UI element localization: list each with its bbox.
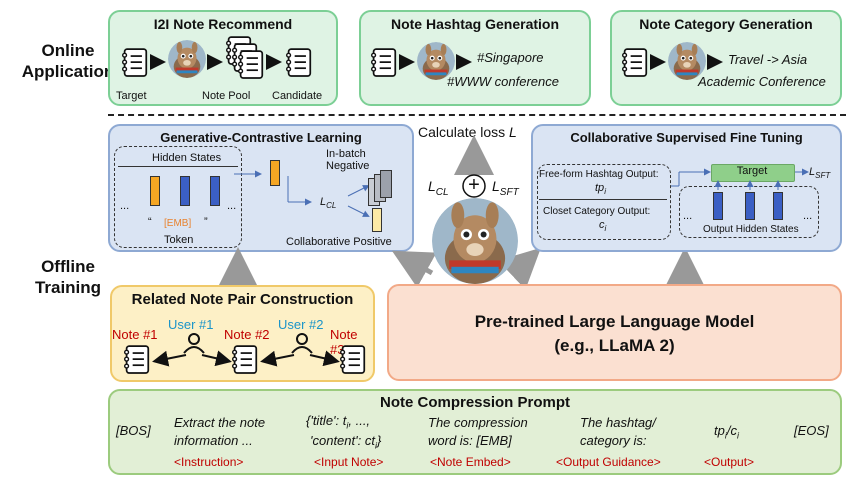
center-llama-image [432,198,518,284]
llm-line1: Pre-trained Large Language Model [474,312,755,331]
related-note-pair-construction-box: Related Note Pair Construction Note #1 U… [110,285,375,382]
csft-arrows [671,168,809,190]
output-divider [539,199,667,200]
category-academic: Academic Conference [698,74,826,89]
csft-title: Collaborative Supervised Fine Tuning [570,130,803,145]
gcl-dots-right: ... [227,200,237,212]
eos-token: [EOS] [794,423,829,438]
tag-instruction: <Instruction> [174,455,244,469]
c-output: ci [599,219,607,234]
hidden-states-underline [118,166,238,167]
offline-training-label: Offline Training [34,257,102,297]
quote-close: ” [204,216,208,228]
note1-label: Note #1 [112,327,158,342]
tag-input-note: <Input Note> [314,455,384,469]
output-guidance-line1: The hashtag/ [580,415,656,430]
target-label: Target [116,90,147,102]
embedding-bar-orange [150,176,160,206]
hidden-states-region [114,146,242,248]
candidate-label: Candidate [272,90,323,102]
freeform-hashtag-label: Free-form Hashtag Output: [539,169,659,180]
separator-line [108,114,846,116]
note-pool-label: Note Pool [202,90,251,102]
positive-embedding-bar [270,160,280,186]
tag-output-guidance: <Output Guidance> [556,455,661,469]
quote-open: “ [148,216,152,228]
user-connections [152,333,340,367]
tag-output: <Output> [704,455,755,469]
arrow-pool-to-candidate [266,54,282,70]
collaborative-positive-label: Collaborative Positive [286,236,392,248]
note-compression-prompt-box: Note Compression Prompt [BOS] Extract th… [108,389,842,475]
collaborative-sft-box: Collaborative Supervised Fine Tuning Fre… [531,124,842,252]
output-guidance-line2: category is: [580,433,647,448]
generative-contrastive-learning-box: Generative-Contrastive Learning Hidden S… [108,124,414,252]
emb-token: [EMB] [164,218,192,229]
gcl-title: Generative-Contrastive Learning [160,130,362,145]
output-hidden-bar-2 [745,192,755,220]
output-hidden-states-label: Output Hidden States [703,224,799,235]
token-label: Token [164,234,194,246]
prompt-title: Note Compression Prompt [379,394,571,411]
pretrained-llm-box: Pre-trained Large Language Model (e.g., … [387,284,842,381]
rnpc-title: Related Note Pair Construction [131,291,354,308]
online-application-label: Online Application [21,41,115,81]
output-text-region [537,164,671,240]
tag-note-embed: <Note Embed> [430,455,511,469]
center-lsft: LSFT [492,178,519,198]
user1-label: User #1 [168,317,214,332]
category-travel: Travel -> Asia [728,52,808,67]
center-lcl: LCL [428,178,449,198]
llm-line2: (e.g., LLaMA 2) [554,336,675,355]
arrow-target-to-llama [150,54,166,70]
note-embed-line2: word is: [EMB] [428,433,512,448]
output-hidden-bar-3 [773,192,783,220]
arrow-llama-to-category [707,54,723,70]
hidden-states-label: Hidden States [152,152,222,164]
input-note-line1: {'title': ti, ..., [306,413,371,431]
output-value: tpi/ci [714,423,739,441]
note2-label: Note #2 [224,327,270,342]
embedding-bar-blue-1 [180,176,190,206]
input-note-line2: 'content': cti} [310,433,382,451]
arrow-llama-to-tags [456,54,472,70]
arrow-note-to-llama [650,54,666,70]
csft-dots-left: ... [683,210,693,222]
note-hashtag-generation-box: Note Hashtag Generation #Singapore #WWW … [359,10,591,106]
in-batch-negative-label: In-batch Negative [326,148,370,172]
hashtag-www: #WWW conference [447,74,559,89]
arrow-llama-to-pool [207,54,223,70]
i2i-title: I2I Note Recommend [153,16,293,32]
collaborative-positive-bar [372,208,382,232]
bos-token: [BOS] [116,423,151,438]
output-hidden-bar-1 [713,192,723,220]
i2i-note-recommend-box: I2I Note Recommend Target Note Pool Cand… [108,10,338,106]
tp-output: tpi [595,182,606,197]
hashtag-title: Note Hashtag Generation [390,16,560,32]
note-category-generation-box: Note Category Generation Travel -> Asia … [610,10,842,106]
gcl-dots-left: ... [120,200,130,212]
embedding-bar-blue-2 [210,176,220,206]
gcl-loss-label: LCL [320,196,337,211]
target-label: Target [736,165,768,177]
note-embed-line1: The compression [428,415,528,430]
csft-lsft: LSFT [809,166,831,181]
arrow-note-to-llama [399,54,415,70]
csft-dots-right: ... [803,210,813,222]
category-title: Note Category Generation [639,16,813,32]
negative-bar-3 [380,170,392,198]
gcl-flow-arrows [234,170,370,217]
instruction-line1: Extract the note [174,415,266,430]
user2-label: User #2 [278,317,324,332]
instruction-line2: information ... [174,433,253,448]
hashtag-singapore: #Singapore [477,50,544,65]
closet-category-label: Closet Category Output: [543,206,651,217]
plus-symbol: + [468,174,480,196]
